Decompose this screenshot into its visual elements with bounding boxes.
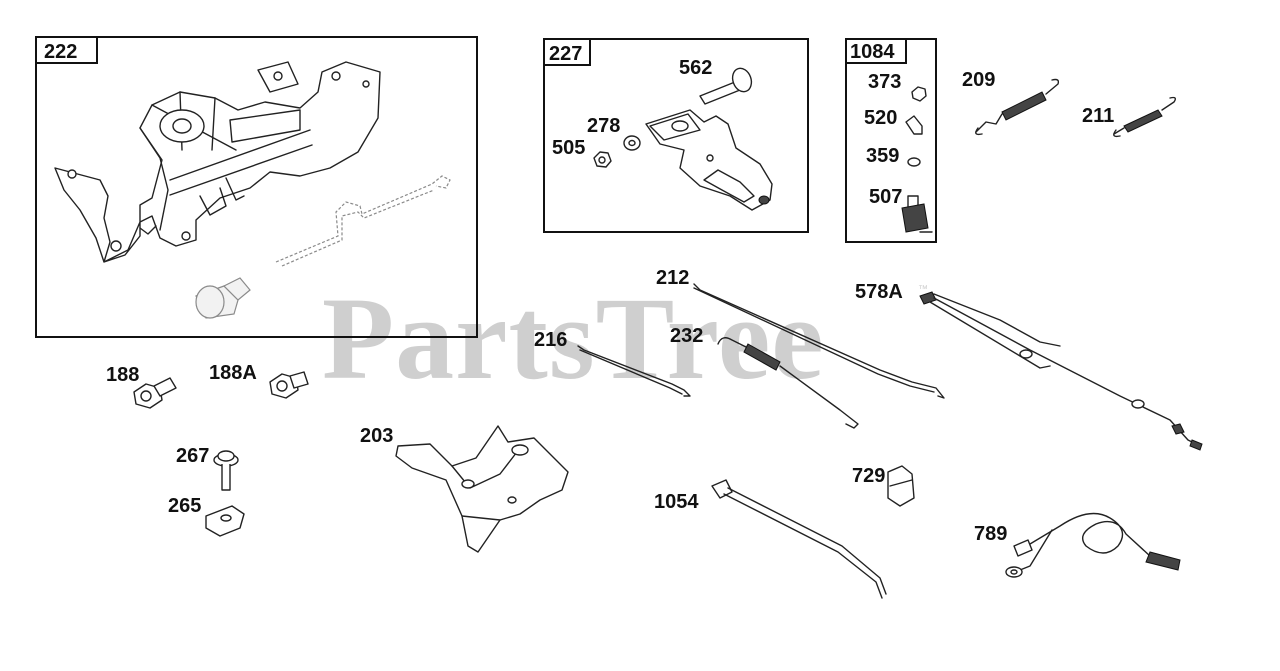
part-label-520[interactable]: 520 [864,107,897,129]
bolt-188a-drawing [269,371,309,399]
rod-216-drawing [577,345,691,397]
washer-359-drawing [907,157,921,167]
clip-265-drawing [205,505,245,537]
ghost-link-rod [275,175,451,263]
part-label-562[interactable]: 562 [679,57,712,79]
spring-209-drawing [975,78,1060,136]
ghost-knob [195,277,251,319]
kit-222-box[interactable]: 222 [35,36,478,338]
part-label-188a[interactable]: 188A [209,362,257,384]
part-label-212[interactable]: 212 [656,267,689,289]
kit-227-box[interactable]: 227 562 278 505 [543,38,809,233]
cable-tie-1054-drawing [711,479,887,599]
cable-578a-drawing [919,291,1203,451]
kit-1084-box[interactable]: 1084 373 520 359 507 [845,38,937,243]
part-label-359[interactable]: 359 [866,145,899,167]
part-label-373[interactable]: 373 [868,71,901,93]
part-label-203[interactable]: 203 [360,425,393,447]
screw-267-drawing [213,450,239,491]
clip-729-drawing [887,465,915,507]
part-label-216[interactable]: 216 [534,329,567,351]
part-label-505[interactable]: 505 [552,137,585,159]
part-label-507[interactable]: 507 [869,186,902,208]
part-label-211[interactable]: 211 [1082,105,1114,127]
spring-211-drawing [1113,96,1177,138]
part-label-1054[interactable]: 1054 [654,491,699,513]
switch-507-drawing [901,195,933,233]
rod-212-drawing [693,283,945,399]
watermark-trademark: ™ [918,284,928,295]
throttle-lever-drawing [645,109,773,211]
bolt-562-drawing [699,67,753,105]
watermark-text: PartsTree [322,273,825,404]
nut-373-drawing [911,86,927,102]
clip-520-drawing [905,115,923,135]
part-label-209[interactable]: 209 [962,69,995,91]
spring-232-drawing [717,337,859,429]
part-label-578a[interactable]: 578A [855,281,903,303]
kit-227-label: 227 [549,43,582,65]
part-label-188[interactable]: 188 [106,364,139,386]
bracket-203-drawing [395,425,569,553]
part-label-232[interactable]: 232 [670,325,703,347]
part-label-267[interactable]: 267 [176,445,209,467]
kit-1084-label: 1084 [850,41,895,63]
part-label-789[interactable]: 789 [974,523,1007,545]
part-label-729[interactable]: 729 [852,465,885,487]
kit-222-label: 222 [44,41,77,63]
control-bracket-drawing [54,61,381,263]
bolt-188-drawing [133,377,177,409]
wire-harness-789-drawing [1005,512,1181,578]
part-label-278[interactable]: 278 [587,115,620,137]
part-label-265[interactable]: 265 [168,495,201,517]
